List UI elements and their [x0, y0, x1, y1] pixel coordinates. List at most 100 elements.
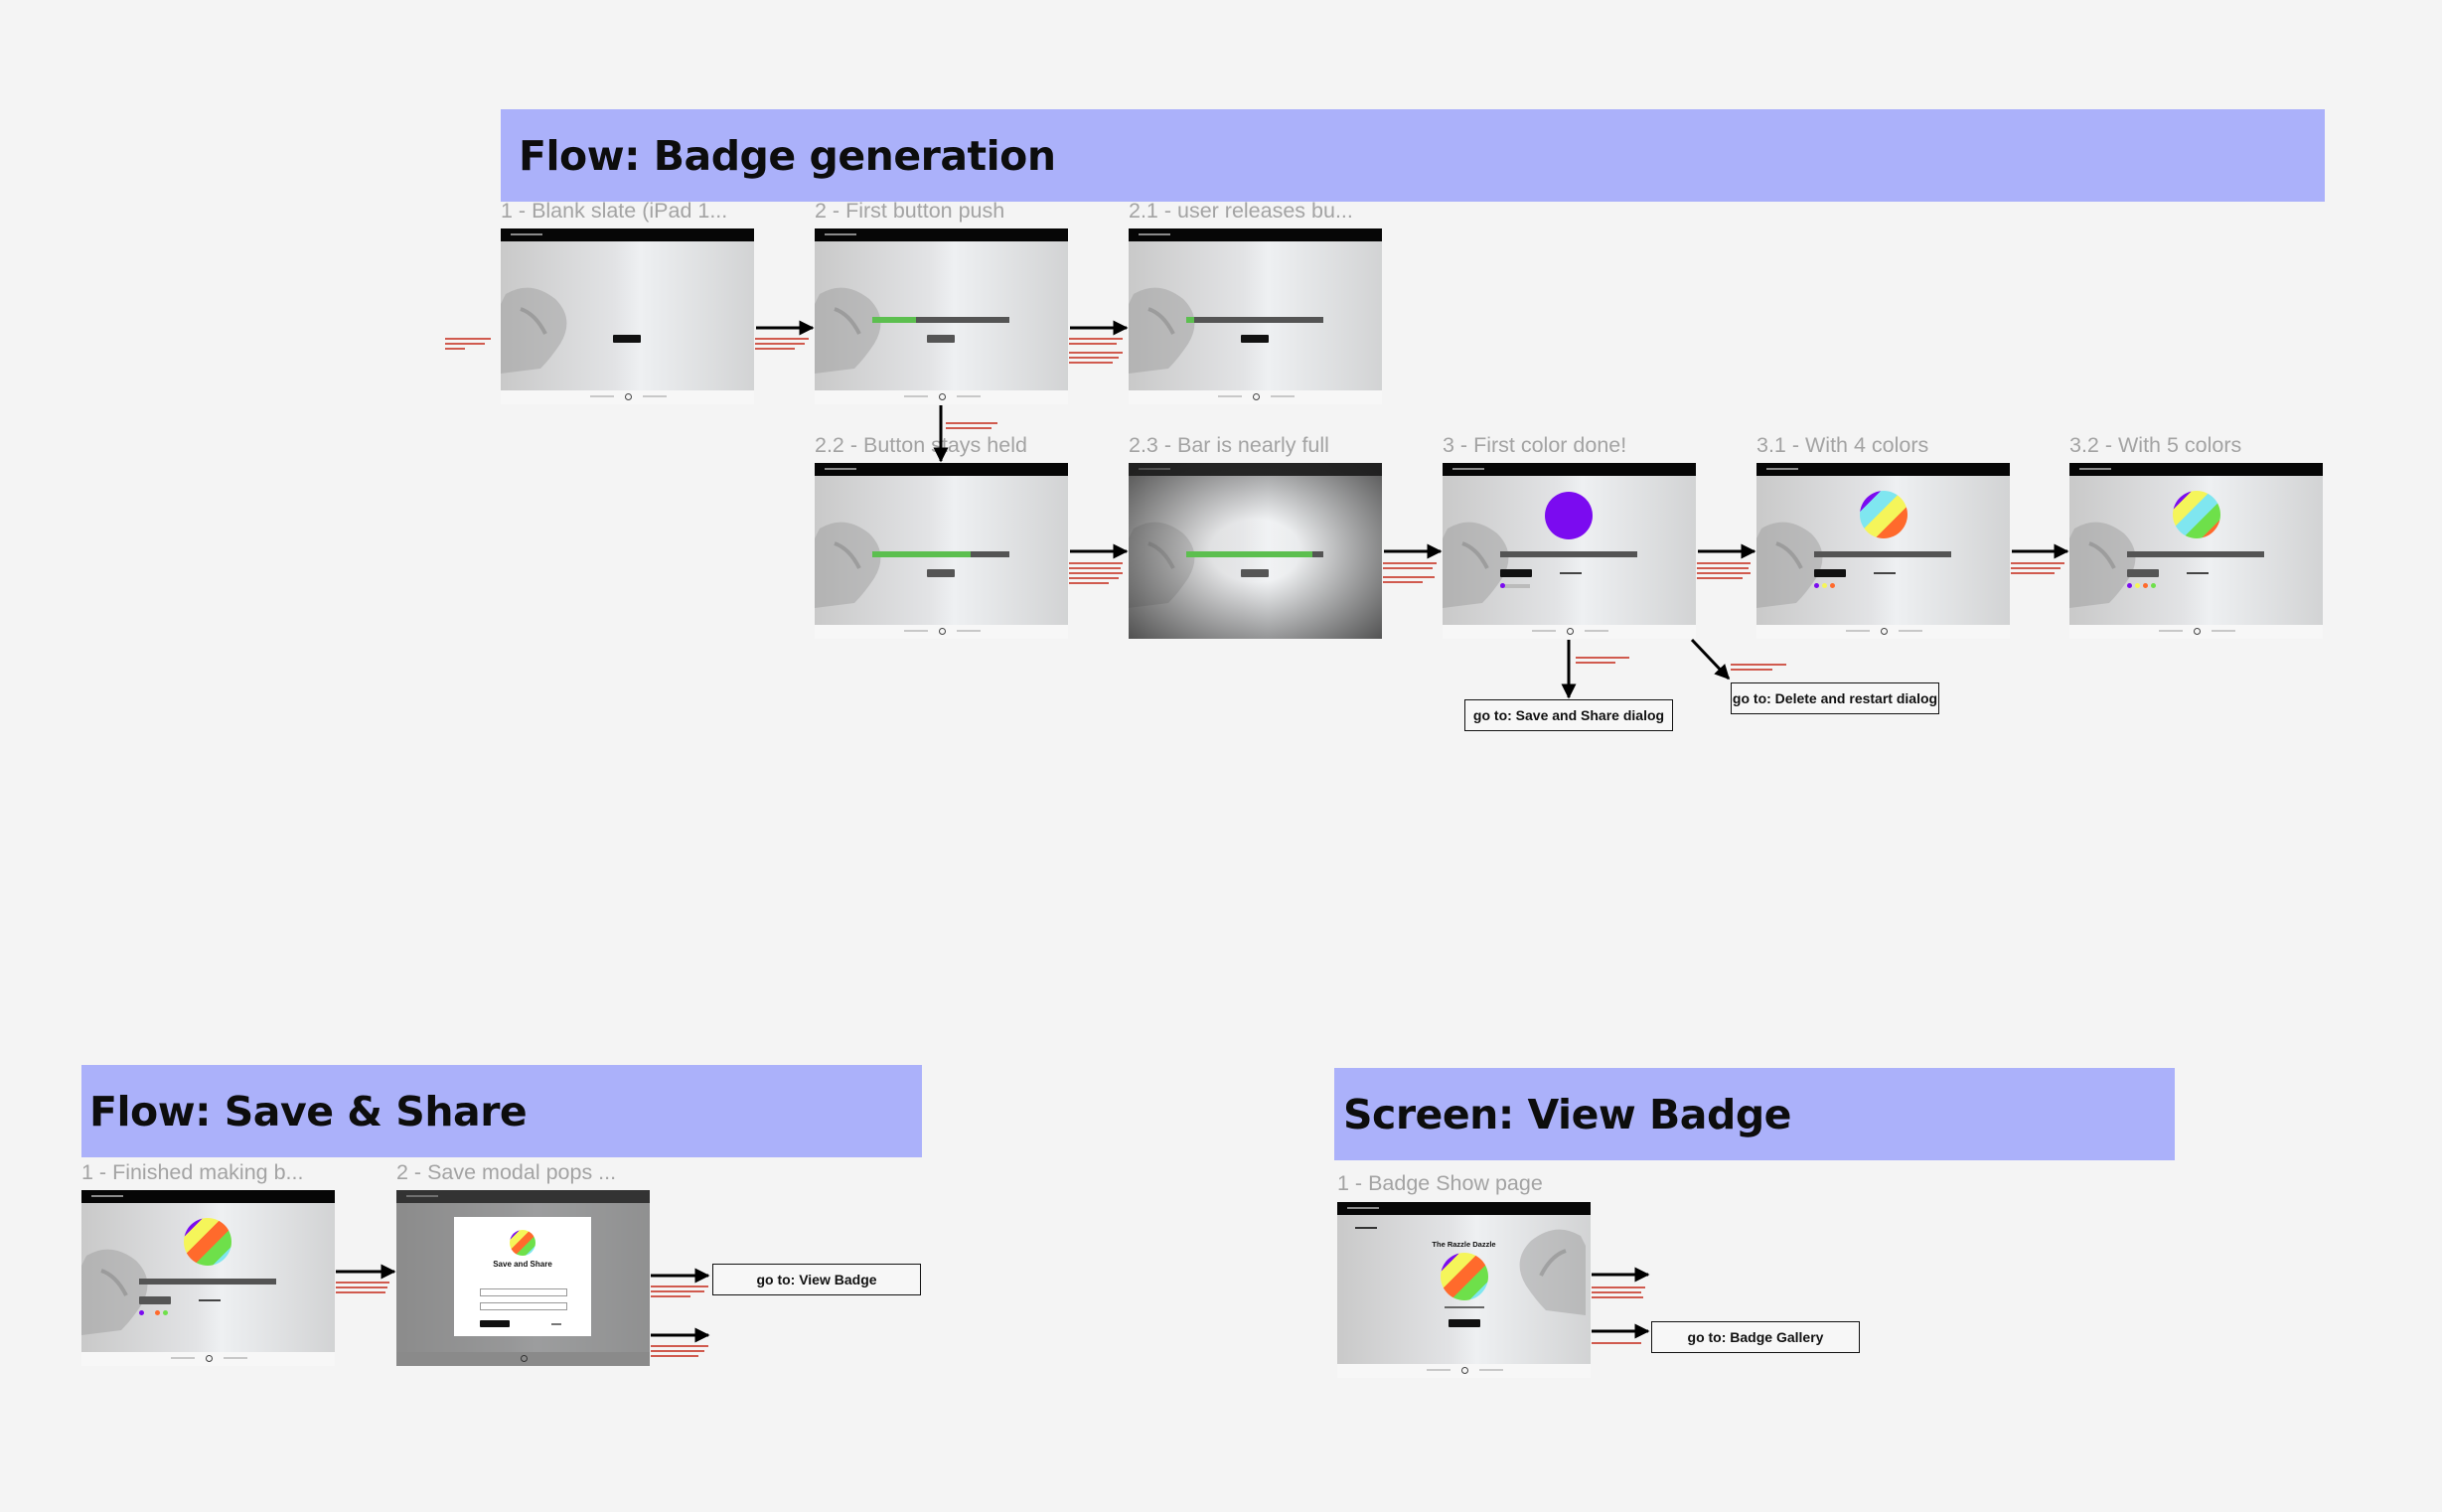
badge-circle	[2173, 491, 2220, 538]
badger-illustration	[1443, 522, 1509, 608]
section-title: Flow: Save & Share	[89, 1087, 528, 1135]
goto-delete-restart-dialog[interactable]: go to: Delete and restart dialog	[1731, 682, 1939, 714]
app-footer	[815, 625, 1068, 639]
app-header	[2069, 463, 2323, 476]
push-button[interactable]	[927, 569, 955, 577]
badger-illustration	[501, 287, 567, 374]
connector-arrow	[1690, 638, 1731, 680]
push-button[interactable]	[613, 335, 641, 343]
badger-illustration	[815, 287, 881, 374]
app-footer	[1129, 390, 1382, 404]
badge-circle	[510, 1230, 535, 1256]
share-button[interactable]	[1449, 1319, 1480, 1327]
save-button[interactable]	[1500, 569, 1532, 577]
app-footer	[396, 1352, 650, 1366]
app-header	[1756, 463, 2010, 476]
color-dot	[2127, 583, 2132, 588]
frame-label: 2.3 - Bar is nearly full	[1129, 433, 1329, 457]
glow-overlay	[1129, 463, 1382, 639]
push-button[interactable]	[927, 335, 955, 343]
frame-bar-nearly-full[interactable]	[1129, 463, 1382, 639]
modal-save-button[interactable]	[480, 1320, 510, 1327]
progress-bar	[1500, 551, 1637, 557]
restart-link[interactable]	[1874, 572, 1896, 574]
app-footer	[1337, 1364, 1591, 1378]
frame-label: 2 - First button push	[815, 199, 1005, 223]
modal-cancel-link[interactable]	[551, 1323, 561, 1325]
frame-with-4-colors[interactable]	[1756, 463, 2010, 639]
section-banner-badge-generation: Flow: Badge generation	[501, 109, 2325, 202]
frame-label: 1 - Finished making b...	[81, 1160, 304, 1184]
frame-label: 2 - Save modal pops ...	[396, 1160, 617, 1184]
app-footer	[81, 1352, 335, 1366]
app-footer	[501, 390, 754, 404]
goto-badge-gallery[interactable]: go to: Badge Gallery	[1651, 1321, 1860, 1353]
push-button[interactable]	[1241, 335, 1269, 343]
frame-first-color-done[interactable]	[1443, 463, 1696, 639]
app-footer	[815, 390, 1068, 404]
name-input[interactable]	[480, 1288, 567, 1296]
save-button[interactable]	[139, 1296, 171, 1304]
badger-illustration	[1756, 522, 1823, 608]
frame-label: 2.1 - user releases bu...	[1129, 199, 1353, 223]
app-header	[1337, 1202, 1591, 1215]
frame-button-stays-held[interactable]	[815, 463, 1068, 639]
goto-save-share-dialog[interactable]: go to: Save and Share dialog	[1464, 699, 1673, 731]
back-link[interactable]	[1355, 1227, 1377, 1229]
badger-illustration	[815, 522, 881, 608]
app-header	[1443, 463, 1696, 476]
restart-link[interactable]	[2187, 572, 2209, 574]
push-button[interactable]	[1241, 569, 1269, 577]
progress-bar	[1186, 317, 1323, 323]
frame-label: 3.2 - With 5 colors	[2069, 433, 2242, 457]
restart-link[interactable]	[199, 1299, 221, 1301]
restart-link[interactable]	[1560, 572, 1582, 574]
frame-blank-slate[interactable]	[501, 228, 754, 404]
frame-finished-making-badge[interactable]	[81, 1190, 335, 1366]
app-footer	[1756, 625, 2010, 639]
frame-label: 3.1 - With 4 colors	[1756, 433, 1929, 457]
badge-circle	[1545, 492, 1593, 539]
badge-circle	[1860, 491, 1908, 538]
frame-user-releases-button[interactable]	[1129, 228, 1382, 404]
progress-bar	[872, 551, 1009, 557]
section-title: Flow: Badge generation	[519, 131, 1056, 180]
color-dot	[2151, 583, 2156, 588]
frame-label: 3 - First color done!	[1443, 433, 1627, 457]
save-button[interactable]	[2127, 569, 2159, 577]
progress-bar	[2127, 551, 2264, 557]
save-button[interactable]	[1814, 569, 1846, 577]
frame-save-modal[interactable]: Save and Share	[396, 1190, 650, 1366]
progress-bar	[139, 1279, 276, 1285]
color-dot	[1822, 583, 1827, 588]
save-share-modal: Save and Share	[454, 1217, 591, 1336]
color-dot	[1814, 583, 1819, 588]
badge-caption	[1445, 1306, 1484, 1308]
color-dot	[1500, 583, 1505, 588]
frame-with-5-colors[interactable]	[2069, 463, 2323, 639]
progress-bar	[1814, 551, 1951, 557]
color-dot	[155, 1310, 160, 1315]
color-dot	[139, 1310, 144, 1315]
email-input[interactable]	[480, 1302, 567, 1310]
app-footer	[1443, 625, 1696, 639]
app-header	[501, 228, 754, 241]
frame-badge-show-page[interactable]: The Razzle Dazzle	[1337, 1202, 1591, 1378]
progress-bar	[1186, 551, 1323, 557]
badge-title: The Razzle Dazzle	[1432, 1240, 1496, 1249]
color-dot	[1830, 583, 1835, 588]
app-header	[1129, 228, 1382, 241]
section-banner-view-badge: Screen: View Badge	[1334, 1068, 2175, 1160]
app-header	[815, 463, 1068, 476]
goto-view-badge[interactable]: go to: View Badge	[712, 1264, 921, 1295]
app-header	[815, 228, 1068, 241]
app-header	[81, 1190, 335, 1203]
app-footer	[2069, 625, 2323, 639]
modal-title: Save and Share	[493, 1260, 552, 1269]
badger-illustration	[1129, 287, 1195, 374]
frame-first-button-push[interactable]	[815, 228, 1068, 404]
color-dot	[2143, 583, 2148, 588]
badger-illustration	[2069, 522, 2136, 608]
color-dots	[1500, 584, 1530, 588]
section-title: Screen: View Badge	[1343, 1090, 1791, 1138]
